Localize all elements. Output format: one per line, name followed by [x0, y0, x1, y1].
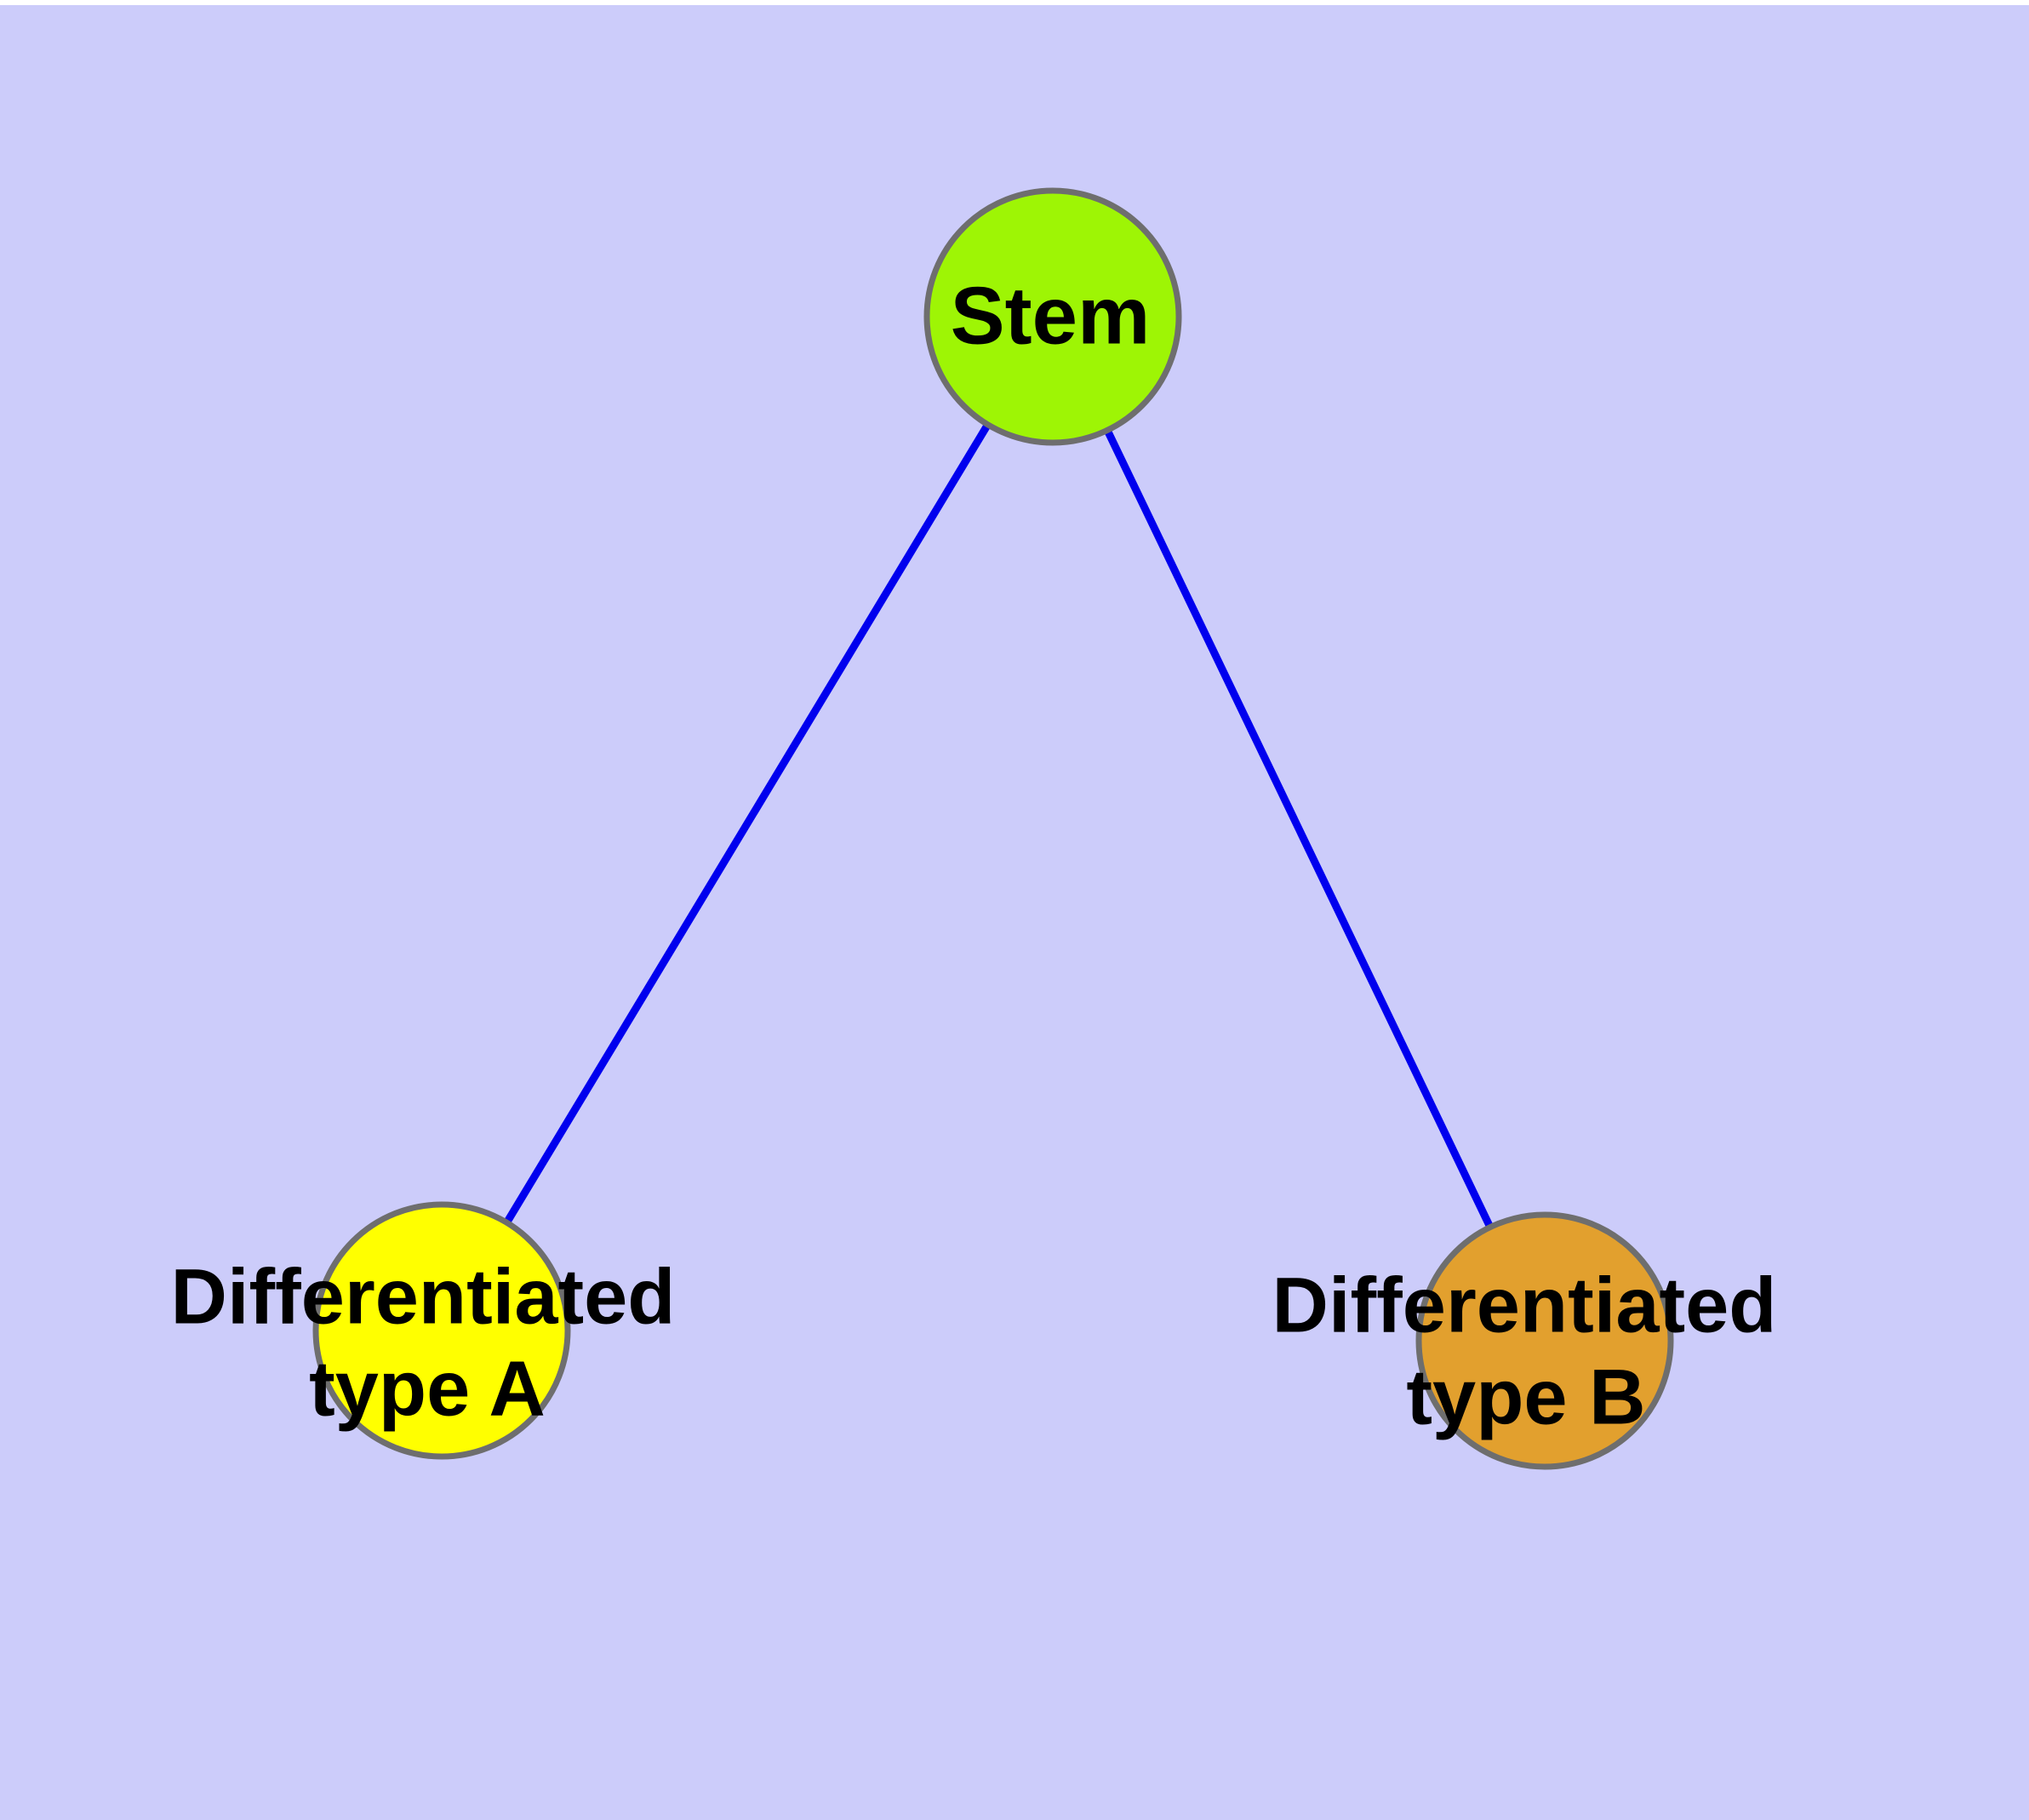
node-differentiated-type-a-label-line2: type A: [309, 1345, 546, 1432]
node-differentiated-type-b-label-line1: Differentiated: [1272, 1262, 1777, 1348]
node-differentiated-type-b-circle[interactable]: [1415, 1211, 1674, 1470]
edge-stem-to-differentiated-type-b[interactable]: [1049, 315, 1549, 1342]
edge-layer: [438, 314, 1549, 1342]
node-stem-circle[interactable]: [923, 187, 1182, 446]
node-differentiated-type-a-circle[interactable]: [312, 1201, 571, 1460]
node-differentiated-type-b-label-line2: type B: [1406, 1354, 1645, 1440]
label-layer: Stem Differentiated type A Differentiate…: [171, 270, 1777, 1440]
canvas-top-margin: [0, 0, 2029, 5]
node-stem-label: Stem: [951, 270, 1151, 361]
node-differentiated-type-b[interactable]: [1415, 1211, 1674, 1470]
node-differentiated-type-a[interactable]: [312, 1201, 571, 1460]
edge-stem-to-differentiated-type-a[interactable]: [438, 314, 1056, 1333]
node-stem[interactable]: [923, 187, 1182, 446]
node-differentiated-type-a-label-line1: Differentiated: [171, 1253, 676, 1340]
